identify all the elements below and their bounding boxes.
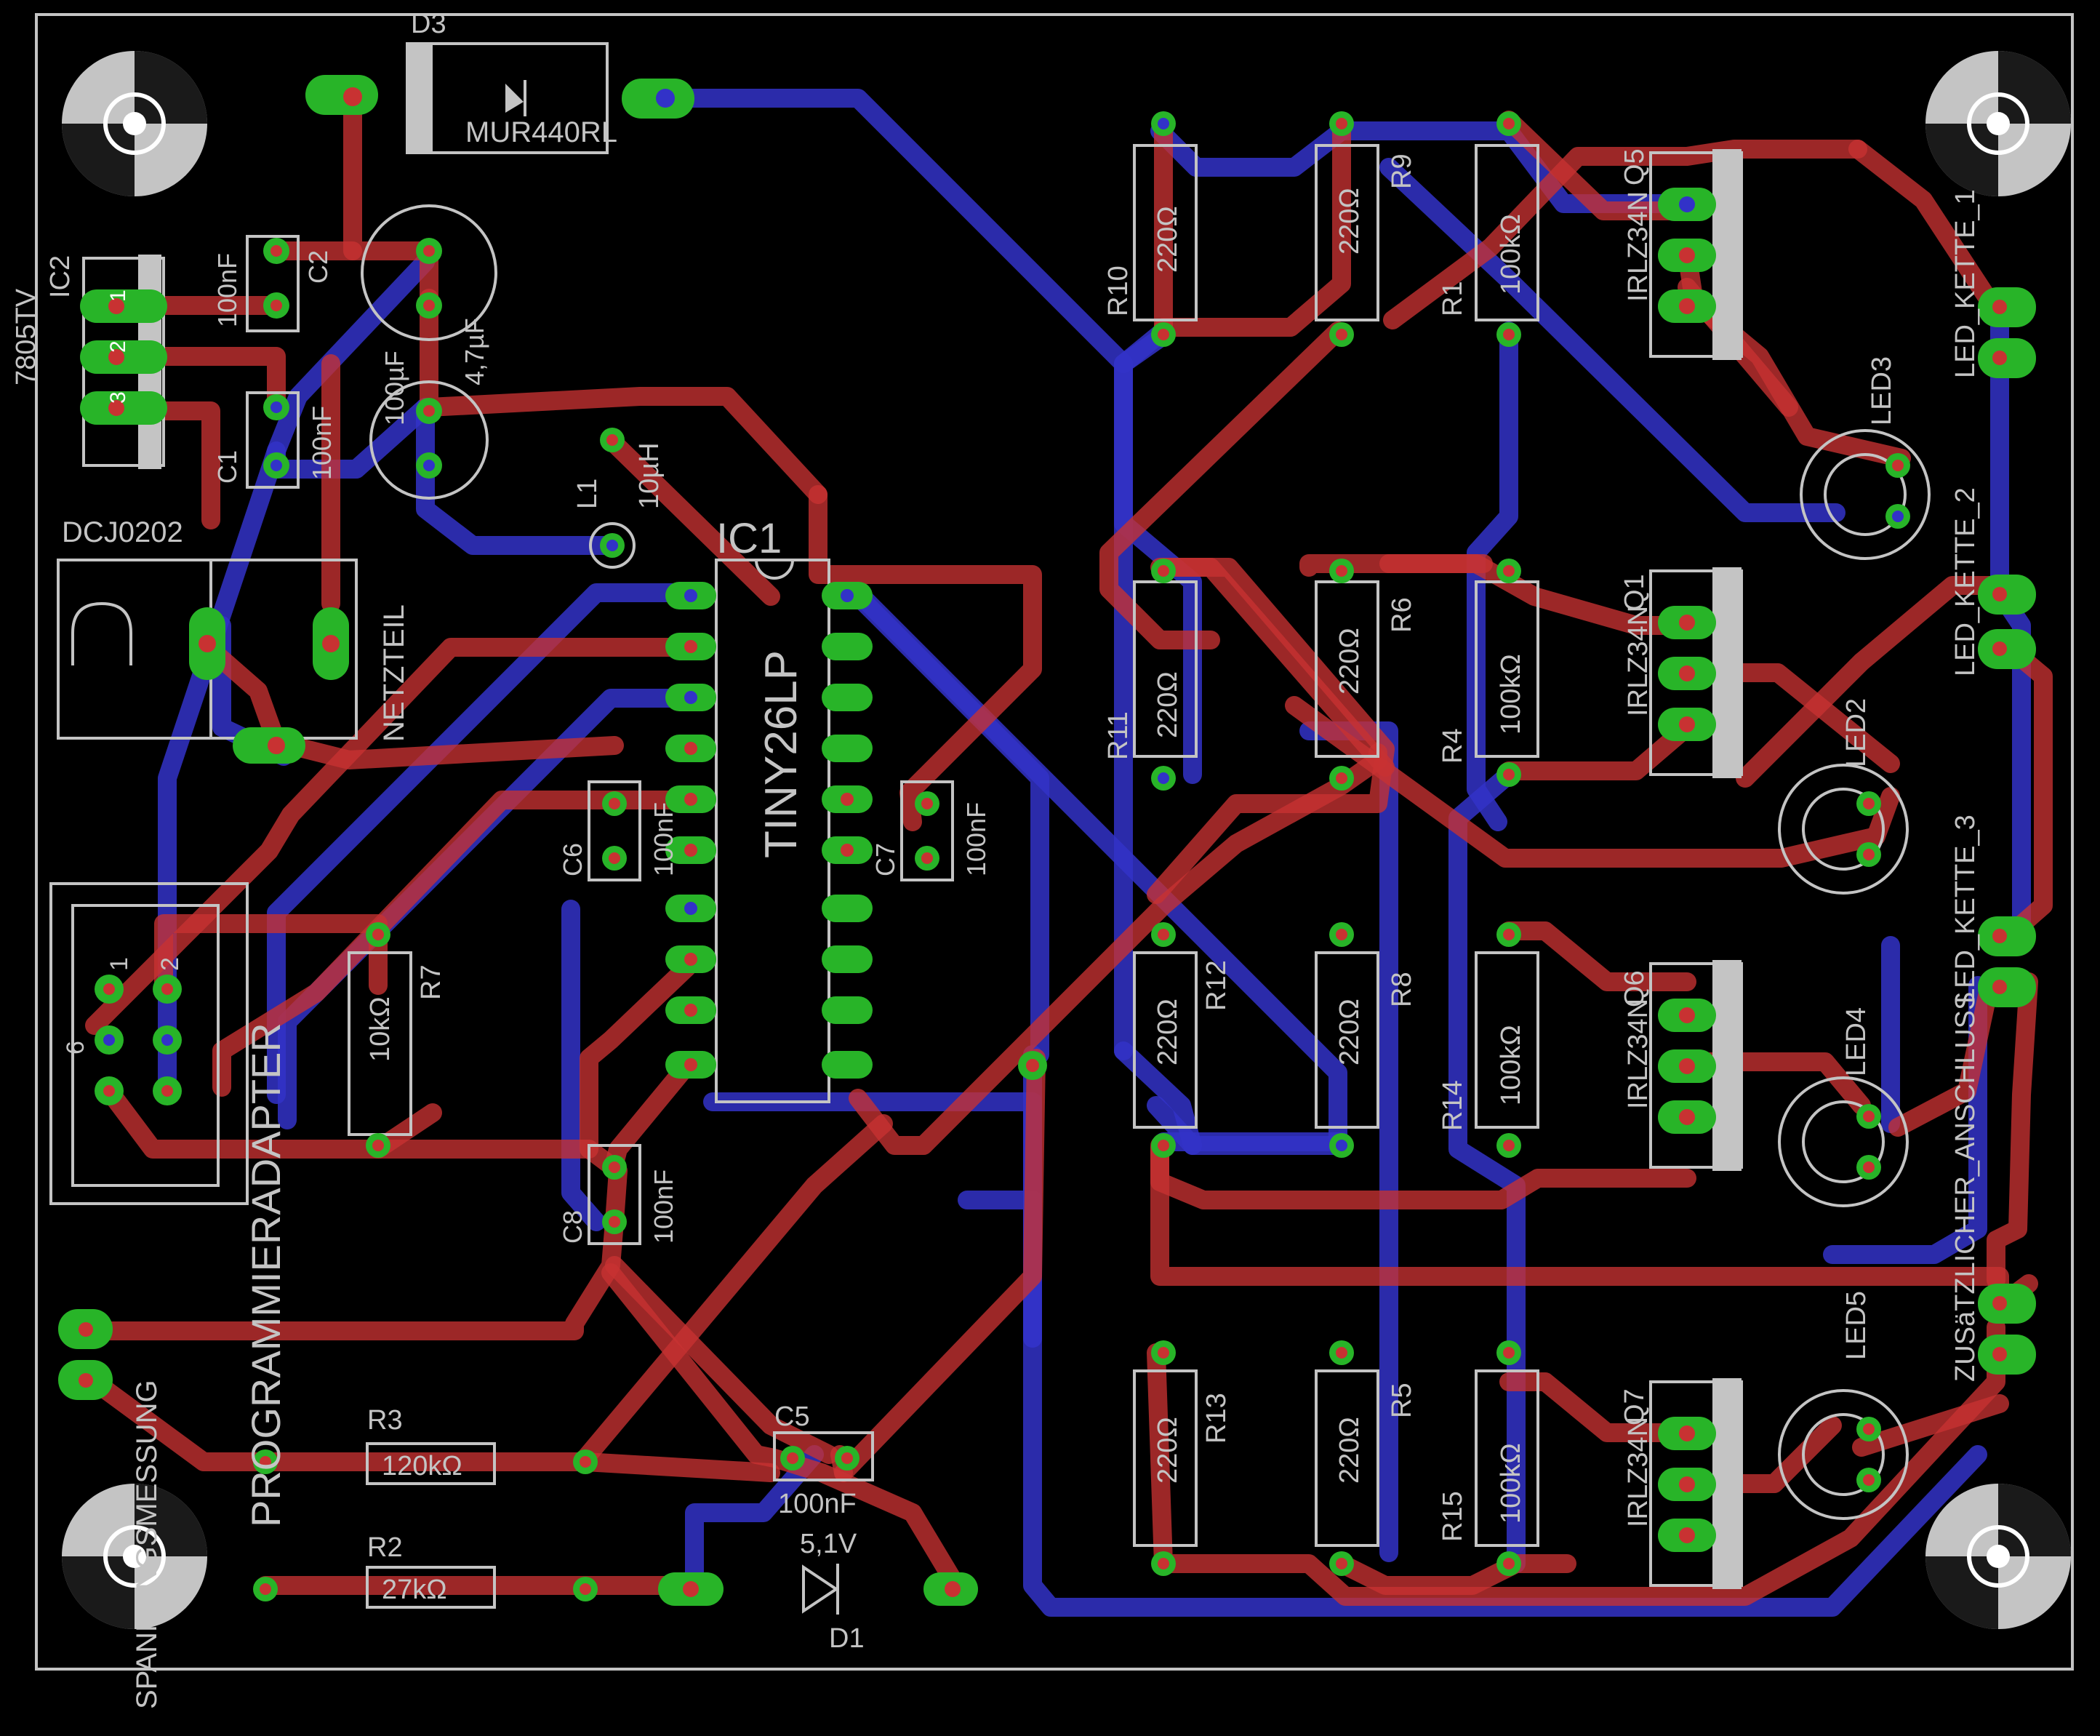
mounting-hole-top-right bbox=[1925, 51, 2071, 196]
label-q1: Q1 bbox=[1619, 574, 1650, 611]
label-r4-value: 100kΩ bbox=[1496, 654, 1526, 735]
label-kette3: LED_KETTE_3 bbox=[1950, 815, 1981, 1004]
label-d1: D1 bbox=[829, 1623, 865, 1654]
label-r8-value: 220Ω bbox=[1334, 999, 1365, 1065]
label-q1-value: IRLZ34N bbox=[1623, 606, 1654, 716]
label-d1-value: 5,1V bbox=[800, 1529, 857, 1559]
label-ic2-pin1: 1 bbox=[106, 289, 130, 302]
label-prog: PROGRAMMIERADAPTER bbox=[243, 1023, 289, 1527]
label-r11: R11 bbox=[1103, 711, 1134, 760]
label-r8: R8 bbox=[1387, 972, 1417, 1007]
label-r15: R15 bbox=[1438, 1491, 1468, 1542]
label-netzteil: NETZTEIL bbox=[378, 604, 410, 742]
label-r3: R3 bbox=[367, 1405, 403, 1436]
label-r6: R6 bbox=[1387, 597, 1417, 633]
label-r7-value: 10kΩ bbox=[365, 996, 396, 1062]
label-d3-value: MUR440RL bbox=[465, 116, 617, 148]
label-ic2-pin3: 3 bbox=[106, 391, 130, 404]
label-prog-pin1: 1 bbox=[105, 957, 133, 971]
label-c1: C1 bbox=[212, 450, 242, 484]
label-r10: R10 bbox=[1103, 265, 1134, 316]
label-c4-value: 100µF bbox=[380, 351, 409, 425]
label-zusatz: ZUSäTZLICHER_ANSCHLUSS bbox=[1950, 992, 1981, 1382]
label-c2-value: 100nF bbox=[212, 253, 242, 327]
label-led2: LED2 bbox=[1841, 698, 1872, 767]
label-c5-value: 100nF bbox=[778, 1489, 857, 1519]
label-q7-value: IRLZ34N bbox=[1623, 1417, 1654, 1527]
mounting-hole-bottom-left bbox=[62, 1484, 207, 1629]
label-r13: R13 bbox=[1201, 1393, 1232, 1444]
label-led3: LED3 bbox=[1867, 356, 1897, 425]
label-q5: Q5 bbox=[1619, 148, 1650, 185]
label-r1-value: 100kΩ bbox=[1496, 214, 1526, 295]
label-q6: Q6 bbox=[1619, 970, 1650, 1007]
label-ic1-value: TINY26LP bbox=[756, 650, 806, 858]
label-ic2-pin2: 2 bbox=[106, 340, 130, 353]
label-r6-value: 220Ω bbox=[1334, 628, 1365, 695]
label-led5: LED5 bbox=[1841, 1291, 1872, 1360]
label-q6-value: IRLZ34N bbox=[1623, 999, 1654, 1109]
label-r2: R2 bbox=[367, 1532, 403, 1563]
label-led4: LED4 bbox=[1841, 1007, 1872, 1076]
label-c2: C2 bbox=[303, 250, 333, 284]
label-c7-value: 100nF bbox=[961, 802, 991, 876]
label-c6: C6 bbox=[558, 843, 588, 876]
label-kette1: LED_KETTE_1 bbox=[1950, 189, 1981, 378]
label-l1: L1 bbox=[572, 479, 603, 509]
label-r12: R12 bbox=[1201, 960, 1232, 1011]
label-c8: C8 bbox=[558, 1210, 588, 1244]
label-kette2: LED_KETTE_2 bbox=[1950, 487, 1981, 676]
label-ic2-value: 7805TV bbox=[11, 288, 41, 385]
label-c1-value: 100nF bbox=[307, 406, 337, 480]
mounting-hole-top-left bbox=[62, 51, 207, 196]
label-c5: C5 bbox=[774, 1401, 810, 1432]
label-c3-value: 4,7µF bbox=[460, 318, 489, 385]
label-r2-value: 27kΩ bbox=[382, 1575, 447, 1605]
label-r11-value: 220Ω bbox=[1153, 671, 1183, 738]
label-r15-value: 100kΩ bbox=[1496, 1443, 1526, 1524]
label-r12-value: 220Ω bbox=[1153, 999, 1183, 1065]
label-r5-value: 220Ω bbox=[1334, 1417, 1365, 1484]
label-c8-value: 100nF bbox=[649, 1169, 678, 1244]
label-r7: R7 bbox=[416, 964, 446, 1000]
label-c6-value: 100nF bbox=[649, 802, 678, 876]
label-r13-value: 220Ω bbox=[1153, 1417, 1183, 1484]
label-prog-pin6: 6 bbox=[62, 1041, 89, 1055]
label-spannung: SPANNUNGSMESSUNG bbox=[131, 1380, 163, 1709]
label-r5: R5 bbox=[1387, 1383, 1417, 1418]
board-outline bbox=[35, 13, 2074, 1671]
label-r9-value: 220Ω bbox=[1334, 188, 1365, 255]
label-ic1: IC1 bbox=[716, 515, 782, 562]
label-r14: R14 bbox=[1438, 1080, 1468, 1131]
label-l1-value: 10µH bbox=[634, 442, 665, 509]
label-q5-value: IRLZ34N bbox=[1623, 191, 1654, 302]
label-r4: R4 bbox=[1438, 728, 1468, 764]
label-prog-pin2: 2 bbox=[156, 957, 184, 971]
label-r14-value: 100kΩ bbox=[1496, 1025, 1526, 1105]
label-r10-value: 220Ω bbox=[1153, 206, 1183, 273]
label-ic2: IC2 bbox=[45, 255, 76, 298]
label-d3: D3 bbox=[411, 9, 446, 39]
label-r9: R9 bbox=[1387, 153, 1417, 189]
label-r3-value: 120kΩ bbox=[382, 1451, 462, 1481]
label-r1: R1 bbox=[1438, 281, 1468, 316]
label-dcj: DCJ0202 bbox=[62, 516, 183, 548]
mounting-hole-bottom-right bbox=[1925, 1484, 2071, 1629]
label-q7: Q7 bbox=[1619, 1388, 1650, 1425]
label-c7: C7 bbox=[870, 843, 900, 876]
pads bbox=[58, 75, 2036, 1606]
component-labels: D3 MUR440RL 7805TV IC2 100nF C2 C1 100nF… bbox=[11, 9, 1981, 1709]
